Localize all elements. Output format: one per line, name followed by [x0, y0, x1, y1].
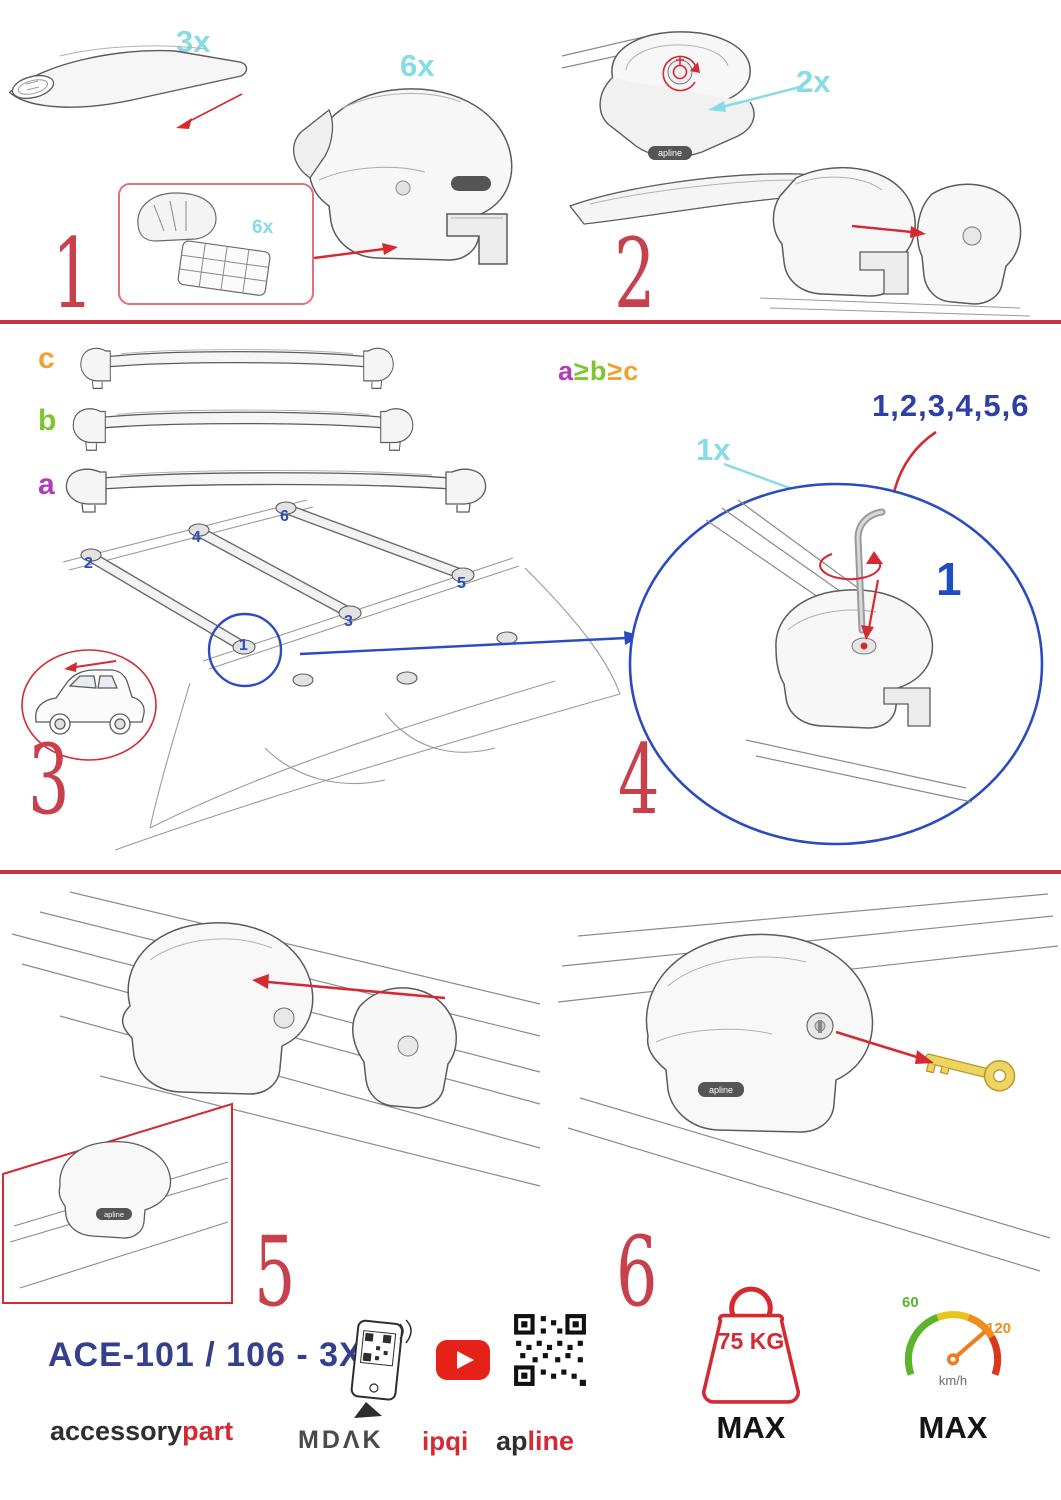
- max-load-label: MAX: [716, 1410, 786, 1445]
- phone-scan-icon: [350, 1319, 412, 1418]
- bar-pointer-arrow: [176, 93, 243, 129]
- brand-mdak: MDΛK: [298, 1426, 384, 1454]
- lock-with-key-drawing: apline: [557, 893, 1059, 1272]
- key-icon: [924, 1053, 1016, 1092]
- tool-quantity-label: 1x: [696, 432, 731, 467]
- max-load-value: 75 KG: [717, 1328, 785, 1354]
- key-quantity-label: 2x: [796, 64, 831, 99]
- cover-install-arrow: [267, 980, 446, 1000]
- brand-part-text: part: [182, 1416, 234, 1446]
- section-divider: [0, 870, 1061, 874]
- formula-ge-2: ≥: [607, 356, 624, 386]
- tightening-detail-circle: [628, 482, 1044, 846]
- foot-brand-badge: [96, 1208, 132, 1220]
- brand-line-text: line: [527, 1426, 575, 1456]
- mounting-direction-arrow: [75, 660, 117, 668]
- step-number-1: 1: [52, 218, 94, 330]
- cover-install-drawing: apline: [2, 891, 541, 1304]
- crossbar-b-drawing: [72, 408, 414, 451]
- bar-end-assembly-drawing: [568, 166, 1031, 317]
- foot-brand-badge: [648, 146, 692, 160]
- bar-label-c: c: [38, 342, 55, 375]
- formula-b: b: [589, 356, 608, 386]
- foot-brand-badge: [451, 176, 491, 191]
- hand-shape: [354, 1402, 382, 1418]
- key-turn-icon: [662, 55, 697, 92]
- position-label-5: 5: [457, 575, 466, 592]
- speedometer-icon: [904, 1311, 1002, 1376]
- foot-brand-text: apline: [658, 148, 682, 158]
- roof-overview-drawing: [62, 499, 621, 851]
- speed-max-label: MAX: [918, 1410, 988, 1445]
- rotate-arrow: [819, 553, 882, 581]
- bar-label-a: a: [38, 468, 55, 501]
- position-label-1: 1: [239, 637, 248, 654]
- step-number-2: 2: [614, 218, 656, 330]
- speed-high-label: 120: [986, 1320, 1012, 1337]
- model-number: ACE-101 / 106 - 3X: [48, 1336, 363, 1374]
- tighten-arrow: [867, 579, 880, 629]
- speed-unit-label: km/h: [938, 1373, 968, 1388]
- assembly-arrow: [851, 224, 913, 234]
- speed-low-label: 60: [902, 1294, 919, 1311]
- crossbar-c-drawing: [80, 347, 394, 389]
- key-insert-arrow: [835, 1030, 921, 1060]
- pad-detail-drawing: [137, 192, 271, 296]
- foot-quantity-label: 6x: [400, 48, 435, 83]
- brand-apline: apline: [496, 1428, 574, 1455]
- brand-ap-text: ap: [496, 1426, 528, 1456]
- pad-detail-inset: [118, 183, 314, 305]
- pad-quantity-label: 6x: [252, 217, 274, 238]
- youtube-icon: [436, 1340, 490, 1380]
- tightening-sequence-label: 1,2,3,4,5,6: [872, 388, 1030, 423]
- step-number-6: 6: [616, 1216, 658, 1328]
- zoom-link-arrow: [299, 631, 642, 656]
- crossbar-profile-drawing: [9, 45, 248, 108]
- position-1-highlight-circle: [207, 612, 283, 688]
- position-label-3: 3: [344, 613, 353, 630]
- roof-foot-drawing: [293, 88, 513, 265]
- speed-needle: [950, 1330, 986, 1362]
- car-direction-inset: [21, 649, 157, 761]
- qr-code: [512, 1312, 588, 1388]
- bar-label-b: b: [38, 404, 57, 437]
- foot-brand-text: apline: [709, 1085, 733, 1095]
- inset-to-foot-arrow: [313, 243, 398, 260]
- first-position-label: 1: [936, 553, 962, 605]
- section-divider: [0, 320, 1061, 324]
- key-quantity-arrow: [708, 84, 805, 112]
- position-label-4: 4: [192, 529, 201, 546]
- crossbar-a-drawing: [65, 468, 487, 513]
- brand-ipqi: ipqi: [422, 1426, 469, 1456]
- lock-cylinder: [806, 1012, 834, 1040]
- position-label-2: 2: [84, 555, 93, 572]
- step-number-3: 3: [28, 724, 70, 836]
- max-load-icon: [702, 1286, 800, 1404]
- foot-top-view-drawing: apline: [561, 31, 755, 160]
- step-number-5: 5: [254, 1216, 296, 1328]
- formula-c: c: [623, 356, 640, 386]
- brand-accessory-text: accessory: [50, 1416, 183, 1446]
- formula-a: a: [558, 356, 575, 386]
- position-label-6: 6: [280, 508, 289, 525]
- formula-ge-1: ≥: [574, 356, 590, 386]
- allen-key-icon: [854, 508, 886, 634]
- brand-accessorypart: accessorypart: [50, 1418, 233, 1445]
- foot-brand-badge: [698, 1082, 744, 1097]
- foot-brand-text: apline: [104, 1210, 124, 1219]
- step-number-4: 4: [618, 724, 660, 836]
- size-order-formula: a≥b≥c: [558, 358, 639, 385]
